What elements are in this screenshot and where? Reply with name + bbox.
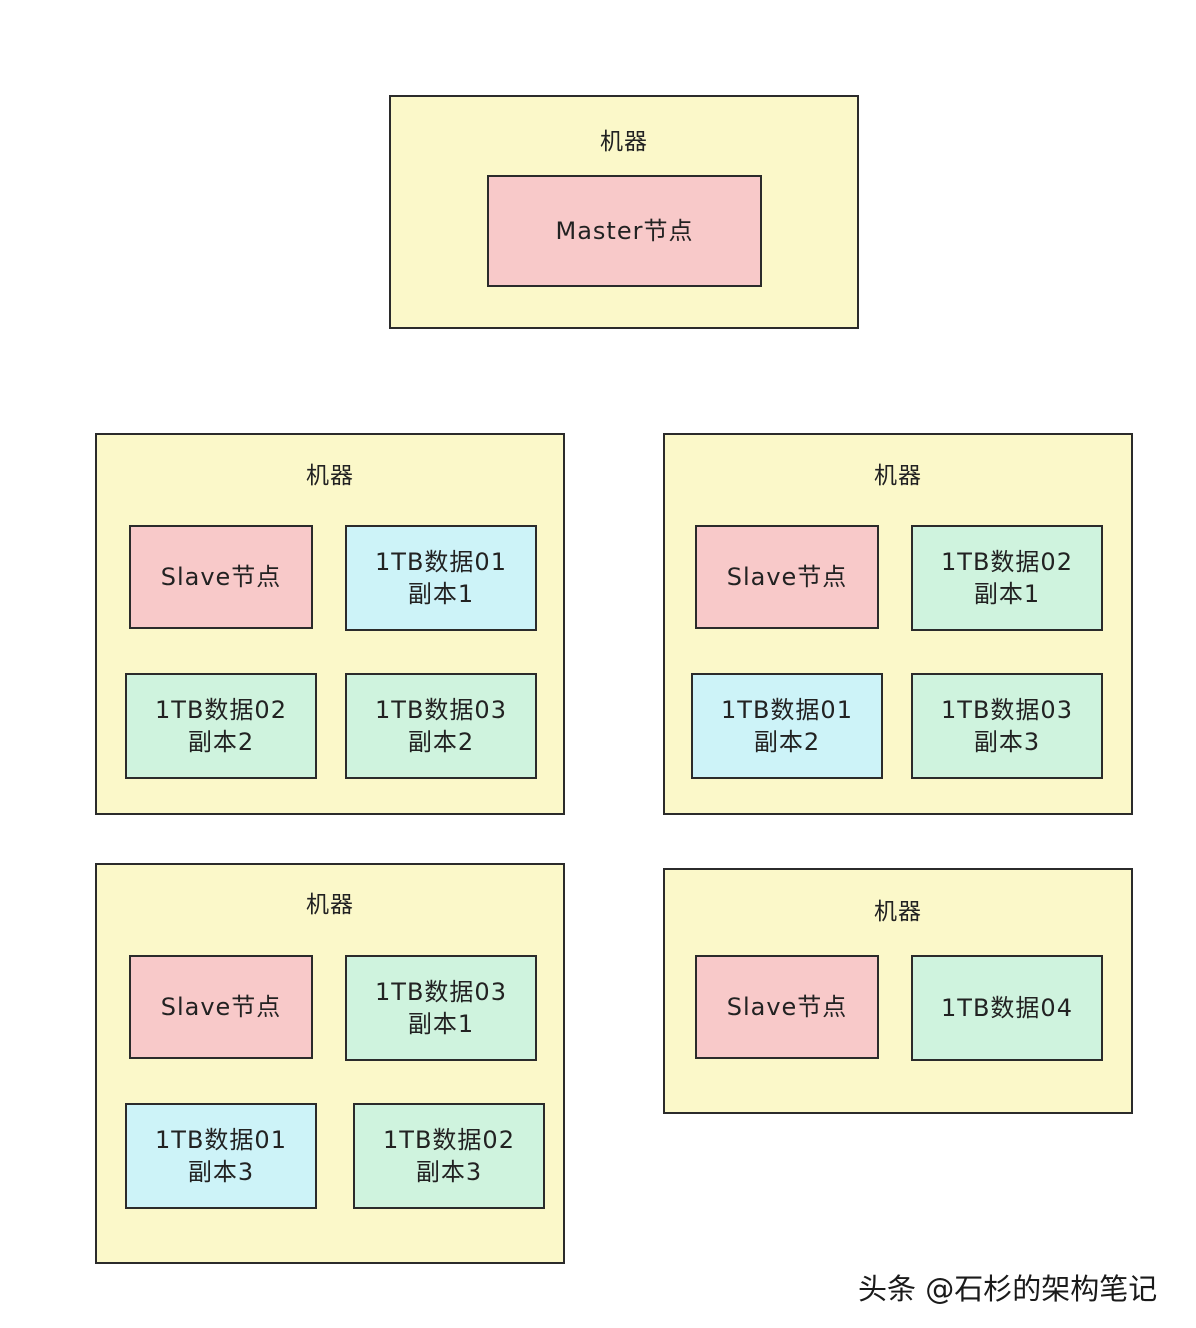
machine-box: 机器 Slave节点 1TB数据02 副本1 1TB数据01 副本2 1TB数据… (663, 433, 1133, 815)
machine-box-master: 机器 Master节点 (389, 95, 859, 329)
slave-node: Slave节点 (129, 955, 313, 1059)
replica-number-label: 副本3 (973, 728, 1041, 756)
machine-title: 机器 (306, 892, 354, 918)
machine-box: 机器 Slave节点 1TB数据01 副本1 1TB数据02 副本2 1TB数据… (95, 433, 565, 815)
replica-number-label: 副本2 (407, 728, 475, 756)
replica-data-label: 1TB数据02 (941, 548, 1073, 576)
slave-node: Slave节点 (129, 525, 313, 629)
replica-data-label: 1TB数据03 (375, 978, 507, 1006)
replica-number-label: 副本1 (407, 580, 475, 608)
data-replica-block: 1TB数据03 副本1 (345, 955, 537, 1061)
node-label: Slave节点 (160, 563, 282, 591)
master-node: Master节点 (487, 175, 762, 287)
data-replica-block: 1TB数据02 副本1 (911, 525, 1103, 631)
machine-box: 机器 Slave节点 1TB数据04 (663, 868, 1133, 1114)
watermark-text: 头条 @石杉的架构笔记 (858, 1272, 1158, 1306)
machine-title: 机器 (874, 463, 922, 489)
machine-box: 机器 Slave节点 1TB数据03 副本1 1TB数据01 副本3 1TB数据… (95, 863, 565, 1264)
node-label: Slave节点 (160, 993, 282, 1021)
machine-title: 机器 (600, 129, 648, 155)
replica-number-label: 副本2 (753, 728, 821, 756)
replica-number-label: 副本2 (187, 728, 255, 756)
replica-number-label: 副本3 (415, 1158, 483, 1186)
data-block: 1TB数据04 (911, 955, 1103, 1061)
replica-number-label: 副本1 (973, 580, 1041, 608)
slave-node: Slave节点 (695, 525, 879, 629)
replica-data-label: 1TB数据03 (941, 696, 1073, 724)
data-replica-block: 1TB数据02 副本3 (353, 1103, 545, 1209)
replica-data-label: 1TB数据03 (375, 696, 507, 724)
data-replica-block: 1TB数据01 副本1 (345, 525, 537, 631)
data-replica-block: 1TB数据03 副本3 (911, 673, 1103, 779)
replica-data-label: 1TB数据01 (375, 548, 507, 576)
replica-number-label: 副本1 (407, 1010, 475, 1038)
replica-data-label: 1TB数据01 (155, 1126, 287, 1154)
node-label: Slave节点 (726, 563, 848, 591)
node-label: Master节点 (555, 217, 694, 245)
replica-data-label: 1TB数据02 (383, 1126, 515, 1154)
replica-data-label: 1TB数据01 (721, 696, 853, 724)
data-replica-block: 1TB数据03 副本2 (345, 673, 537, 779)
node-label: Slave节点 (726, 993, 848, 1021)
machine-title: 机器 (874, 899, 922, 925)
data-replica-block: 1TB数据02 副本2 (125, 673, 317, 779)
slave-node: Slave节点 (695, 955, 879, 1059)
replica-data-label: 1TB数据04 (941, 994, 1073, 1022)
data-replica-block: 1TB数据01 副本3 (125, 1103, 317, 1209)
replica-data-label: 1TB数据02 (155, 696, 287, 724)
data-replica-block: 1TB数据01 副本2 (691, 673, 883, 779)
machine-title: 机器 (306, 463, 354, 489)
replica-number-label: 副本3 (187, 1158, 255, 1186)
